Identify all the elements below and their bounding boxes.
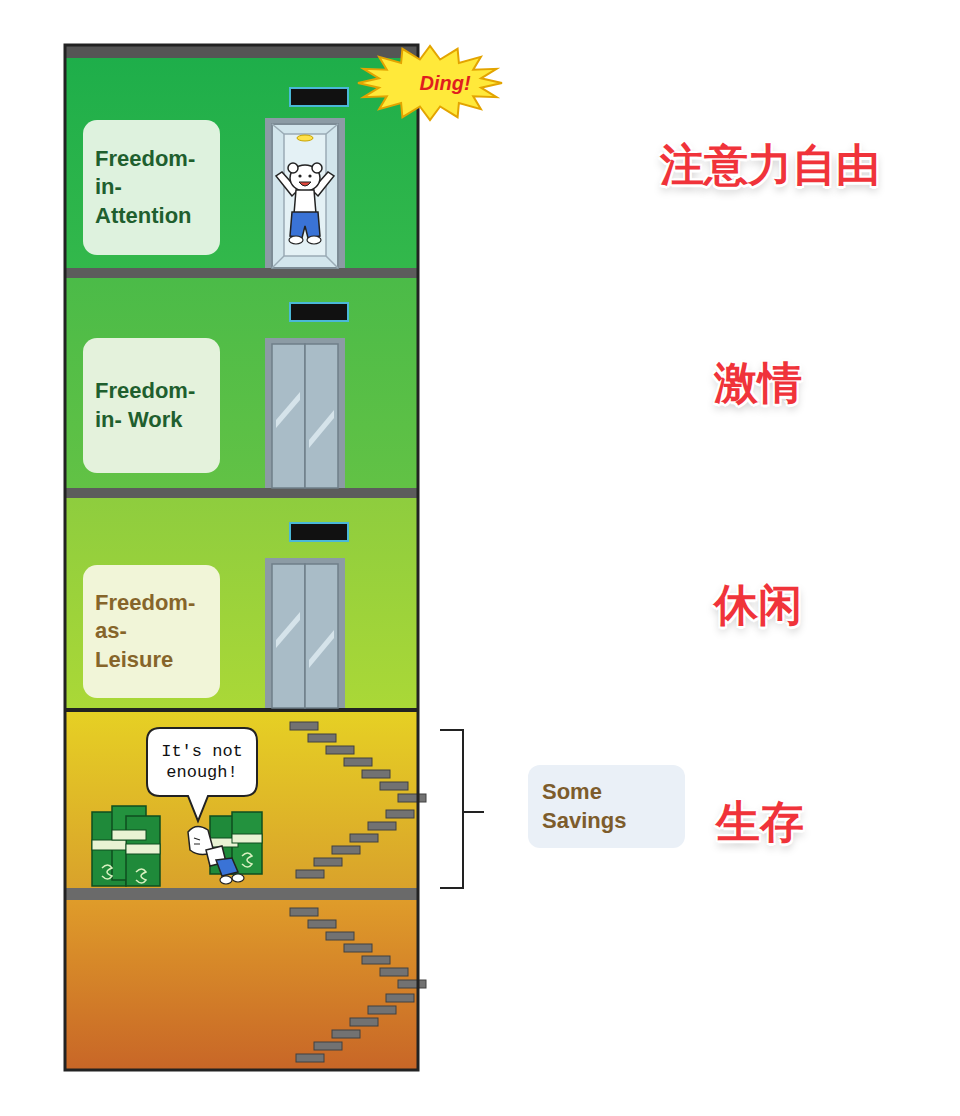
tired-figure <box>188 826 244 884</box>
happy-figure <box>276 163 334 244</box>
stair-step <box>386 810 414 818</box>
stair-step <box>368 1006 396 1014</box>
stair-step <box>362 770 390 778</box>
money-stacks <box>92 806 262 886</box>
stair-step <box>308 734 336 742</box>
stair-step <box>296 1054 324 1062</box>
stair-step <box>398 980 426 988</box>
ding-burst: Ding! <box>382 66 508 100</box>
floor-label: Freedom- as- Leisure <box>83 565 220 698</box>
level-label: 休闲 <box>714 579 802 632</box>
level-label: 注意力自由 <box>660 139 880 192</box>
speech-bubble: It's not enough! <box>146 727 258 797</box>
node-text: Freedom- as- Leisure <box>95 589 210 675</box>
stair-step <box>398 794 426 802</box>
node-text: Some Savings <box>542 778 671 835</box>
bracket <box>440 730 484 888</box>
level-label: 激情 <box>714 357 802 410</box>
level-label: 生存 <box>716 796 804 849</box>
open-elevator <box>265 118 345 268</box>
stair-step <box>308 920 336 928</box>
node-text: Freedom- in- Work <box>95 377 210 434</box>
bubble-outline <box>147 728 257 821</box>
stair-step <box>380 968 408 976</box>
floor-label: Freedom- in- Work <box>83 338 220 473</box>
stair-step <box>332 846 360 854</box>
node-text: Freedom- in- Attention <box>95 145 210 231</box>
stair-step <box>380 782 408 790</box>
stair-step <box>296 870 324 878</box>
stair-step <box>290 722 318 730</box>
stair-step <box>326 746 354 754</box>
starburst-fill <box>358 46 502 120</box>
savings-box: Some Savings <box>528 765 685 848</box>
node-text: It's not enough! <box>154 741 250 784</box>
stair-step <box>290 908 318 916</box>
stair-step <box>362 956 390 964</box>
floors <box>65 45 418 1070</box>
stair-step <box>386 994 414 1002</box>
stair-step <box>344 944 372 952</box>
stair-step <box>344 758 372 766</box>
closed-elevator-doors <box>265 338 345 708</box>
stair-step <box>314 858 342 866</box>
node-text: Ding! <box>419 72 470 95</box>
stair-step <box>332 1030 360 1038</box>
stair-step <box>326 932 354 940</box>
stair-step <box>350 834 378 842</box>
stair-step <box>350 1018 378 1026</box>
building-outline <box>65 45 418 1070</box>
stair-step <box>368 822 396 830</box>
floor-label: Freedom- in- Attention <box>83 120 220 255</box>
stair-step <box>314 1042 342 1050</box>
staircase <box>290 722 426 1062</box>
